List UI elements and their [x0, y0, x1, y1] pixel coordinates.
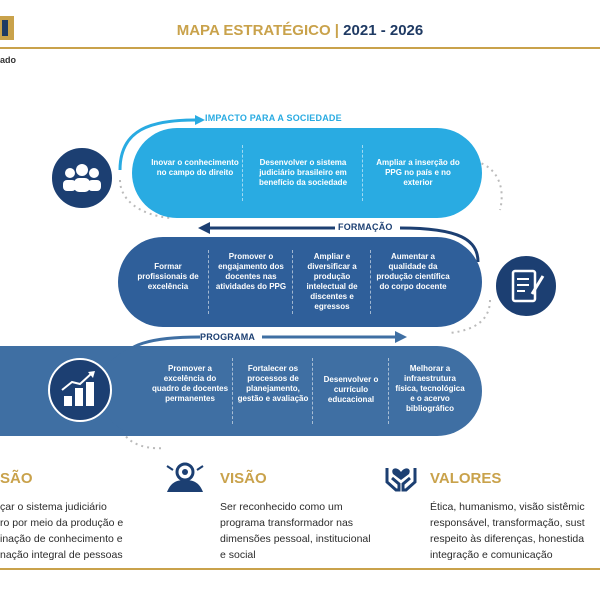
missao-line: çar o sistema judiciário — [0, 501, 107, 513]
hands-heart-icon — [384, 458, 418, 499]
valores-title: VALORES — [430, 470, 502, 487]
visao-line: dimensões pessoal, institucional — [220, 533, 371, 545]
formacao-pill — [118, 237, 482, 327]
missao-line: ro por meio da produção e — [0, 517, 124, 529]
programa-item: Promover a excelência do quadro de docen… — [152, 364, 229, 403]
missao-line: nação integral de pessoas — [0, 549, 123, 561]
people-icon — [50, 146, 114, 210]
visao-line: programa transformador nas — [220, 517, 354, 529]
formacao-item: Ampliar e diversificar a produção intele… — [306, 252, 358, 311]
vision-icon — [163, 458, 207, 499]
formacao-item: Formar profissionais de excelência — [137, 262, 199, 291]
visao-title: VISÃO — [220, 470, 267, 487]
impacto-item: Desenvolver o sistema judiciário brasile… — [258, 158, 348, 187]
logo-icon — [0, 10, 16, 44]
impacto-divider — [362, 145, 363, 201]
formacao-item: Aumentar a qualidade da produção científ… — [376, 252, 450, 291]
impacto-label: IMPACTO PARA A SOCIEDADE — [205, 113, 342, 123]
programa-label: PROGRAMA — [200, 332, 256, 342]
programa-divider — [232, 358, 233, 424]
impacto-item: Ampliar a inserção do PPG no país e no e… — [376, 158, 460, 187]
programa-item: Desenvolver o currículo educacional — [323, 375, 379, 404]
impacto-divider — [242, 145, 243, 201]
valores-line: Ética, humanismo, visão sistêmic — [430, 501, 585, 513]
flow-connectors — [118, 115, 503, 450]
logo-text: ado — [0, 55, 17, 65]
impacto-item: Inovar o conhecimento no campo do direit… — [151, 158, 239, 177]
visao-line: Ser reconhecido como um — [220, 501, 343, 513]
impacto-pill — [132, 128, 482, 218]
programa-item: Melhorar a infraestrutura física, tecnol… — [395, 364, 465, 413]
growth-chart-icon — [48, 358, 112, 422]
document-edit-icon — [494, 254, 558, 318]
formacao-divider — [292, 250, 293, 314]
title-separator: | — [334, 22, 339, 39]
visao-line: e social — [220, 549, 256, 561]
programa-divider — [312, 358, 313, 424]
missao-line: inação de conhecimento e — [0, 533, 123, 545]
title-part2: 2021 - 2026 — [343, 22, 424, 39]
header-divider — [0, 47, 600, 49]
programa-item: Fortalecer os processos de planejamento,… — [237, 364, 309, 403]
valores-line: responsável, transformação, sust — [430, 517, 585, 529]
title-part1: MAPA ESTRATÉGICO — [176, 22, 331, 39]
footer-divider — [0, 568, 600, 570]
valores-line: respeito às diferenças, honestida — [430, 533, 585, 545]
formacao-divider — [370, 250, 371, 314]
formacao-item: Promover o engajamento dos docentes nas … — [215, 252, 287, 291]
valores-line: integração e comunicação — [430, 549, 553, 561]
missao-title: SÃO — [0, 470, 33, 487]
programa-divider — [388, 358, 389, 424]
formacao-divider — [208, 250, 209, 314]
programa-pill — [100, 346, 482, 436]
formacao-label: FORMAÇÃO — [338, 222, 393, 232]
page-title: MAPA ESTRATÉGICO | 2021 - 2026 — [0, 22, 600, 39]
